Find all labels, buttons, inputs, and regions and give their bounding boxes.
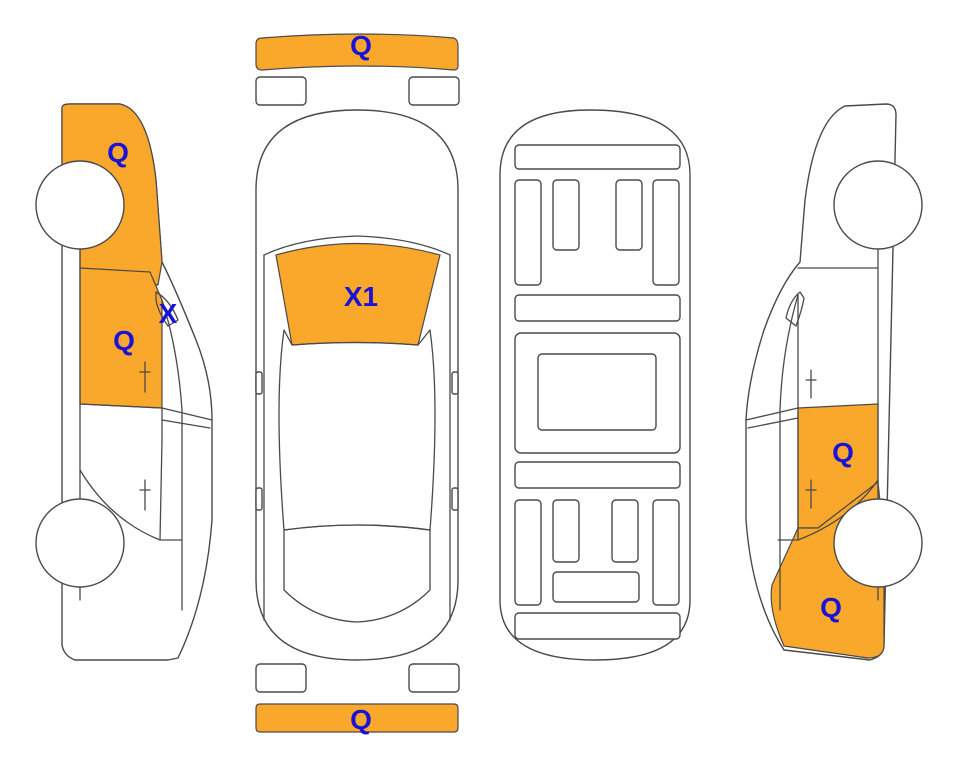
- left-front-door-code: Q: [113, 325, 135, 356]
- front-bumper-damage: [255, 33, 459, 71]
- underbody-view: [499, 109, 691, 661]
- top-view: [255, 109, 459, 661]
- left-mirror-code: X: [159, 298, 178, 329]
- rear-bumper: [255, 663, 460, 733]
- right-rear-door-code: Q: [832, 437, 854, 468]
- rear-bumper-code: Q: [350, 704, 372, 735]
- right-side-view: [745, 103, 923, 661]
- left-front-fender-code: Q: [107, 137, 129, 168]
- front-bumper: [255, 33, 460, 106]
- front-bumper-code: Q: [350, 30, 372, 61]
- left-side-view: [35, 103, 213, 661]
- right-rear-quarter-code: Q: [820, 592, 842, 623]
- rear-bumper-damage: [255, 703, 459, 733]
- windshield-code: X1: [344, 281, 378, 312]
